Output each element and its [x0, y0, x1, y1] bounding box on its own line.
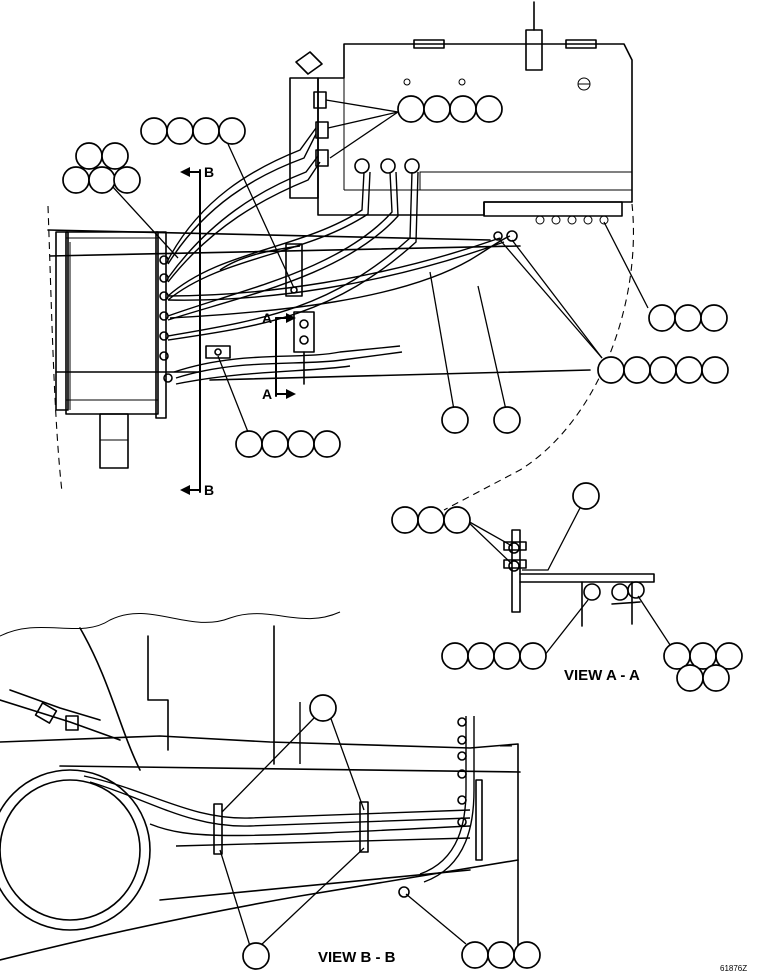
main-view-leaders [111, 99, 649, 433]
breather [295, 51, 323, 75]
section-marker-b-top: B [204, 164, 214, 180]
section-line-a: A A [262, 310, 296, 402]
hose-bundle [167, 127, 511, 385]
view-a-a: VIEW A - A [391, 482, 743, 692]
view-b-b: VIEW B - B [0, 611, 541, 970]
filler-neck [525, 29, 543, 71]
main-view: B B A A [47, 1, 634, 511]
hydraulic-tank [317, 43, 633, 216]
section-marker-a-lower: A [262, 386, 272, 402]
tire [0, 769, 151, 931]
crossmember [65, 231, 159, 415]
section-line-b: B B [180, 164, 214, 498]
figure-id: 61876Z [720, 964, 747, 973]
valve-block [293, 311, 315, 353]
reference-bubbles-main [62, 95, 729, 458]
view-a-caption: VIEW A - A [564, 667, 640, 684]
view-b-caption: VIEW B - B [318, 949, 396, 966]
section-marker-b-bottom: B [204, 482, 214, 498]
section-marker-a-upper: A [262, 310, 272, 326]
